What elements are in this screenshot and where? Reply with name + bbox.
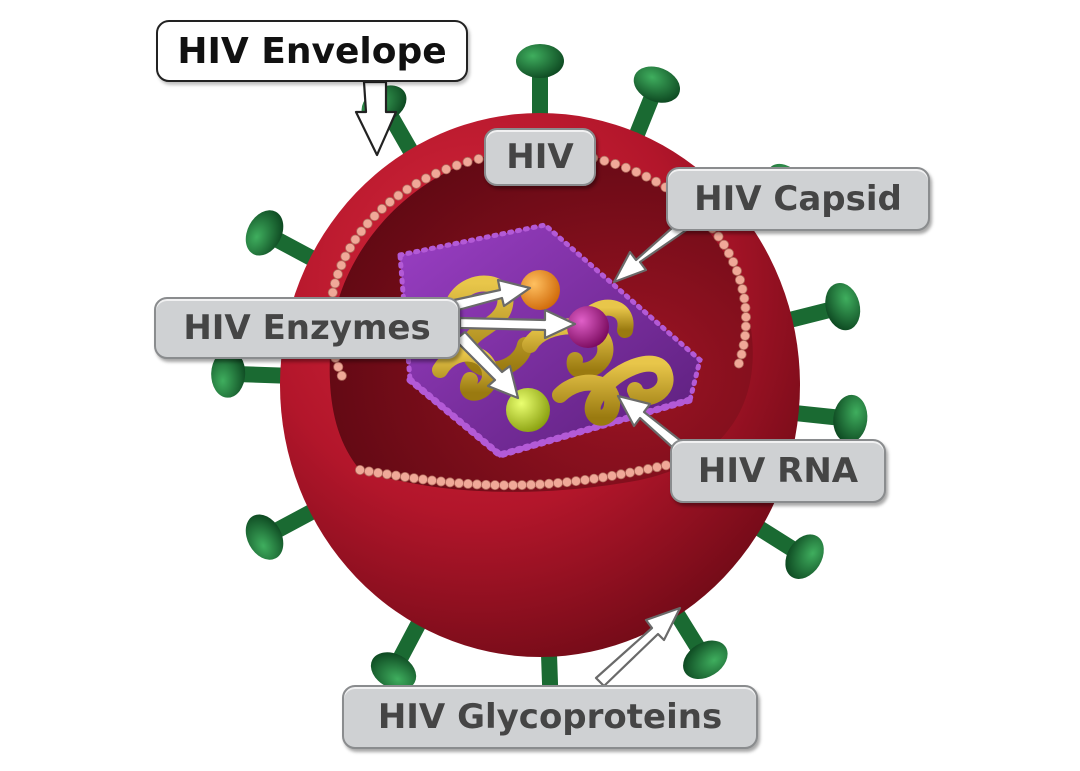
glycoprotein-spike-icon bbox=[245, 499, 328, 560]
lipid-bead bbox=[333, 361, 344, 372]
lipid-bead bbox=[451, 160, 462, 171]
lipid-bead bbox=[444, 477, 455, 488]
lipid-bead bbox=[350, 234, 361, 245]
lipid-bead bbox=[526, 479, 537, 490]
lipid-bead bbox=[393, 190, 404, 201]
lipid-bead bbox=[740, 302, 751, 313]
lipid-bead bbox=[739, 293, 750, 304]
label-hiv-enzymes: HIV Enzymes bbox=[154, 297, 460, 359]
lipid-bead bbox=[426, 475, 437, 486]
lipid-bead bbox=[598, 472, 609, 483]
lipid-bead bbox=[402, 184, 413, 195]
lipid-bead bbox=[336, 370, 347, 381]
label-hiv-envelope: HIV Envelope bbox=[156, 20, 468, 82]
lipid-bead bbox=[740, 321, 751, 332]
lipid-bead bbox=[390, 470, 401, 481]
lipid-bead bbox=[718, 239, 729, 250]
lipid-bead bbox=[641, 171, 652, 182]
callout-arrows bbox=[354, 80, 700, 688]
glycoprotein-spike-icon bbox=[774, 282, 861, 331]
lipid-bead bbox=[616, 469, 627, 480]
lipid-bead bbox=[369, 211, 380, 222]
lipid-bead bbox=[430, 168, 441, 179]
lipid-bead bbox=[372, 467, 383, 478]
glycoprotein-spike-icon bbox=[245, 210, 328, 271]
glycoprotein-spike-icon bbox=[743, 515, 824, 579]
lipid-bead bbox=[354, 464, 365, 475]
lipid-bead bbox=[625, 467, 636, 478]
lipid-bead bbox=[420, 173, 431, 184]
lipid-bead bbox=[384, 197, 395, 208]
lipid-bead bbox=[599, 155, 610, 166]
lipid-bead bbox=[507, 480, 518, 491]
enzyme-magenta-icon bbox=[567, 306, 609, 348]
lipid-bead bbox=[480, 479, 491, 490]
enzyme-orange-icon bbox=[520, 270, 560, 310]
lipid-bead bbox=[489, 480, 500, 491]
lipid-bead bbox=[332, 269, 343, 280]
lipid-bead bbox=[544, 478, 555, 489]
lipid-bead bbox=[327, 287, 338, 298]
lipid-bead bbox=[453, 478, 464, 489]
lipid-bead bbox=[473, 154, 484, 165]
lipid-bead bbox=[734, 274, 745, 285]
label-hiv-glycoproteins: HIV Glycoproteins bbox=[342, 685, 758, 749]
lipid-bead bbox=[736, 349, 747, 360]
lipid-bead bbox=[643, 464, 654, 475]
lipid-bead bbox=[411, 178, 422, 189]
lipid-bead bbox=[376, 203, 387, 214]
lipid-bead bbox=[631, 166, 642, 177]
label-hiv-capsid: HIV Capsid bbox=[666, 167, 930, 231]
lipid-bead bbox=[740, 330, 751, 341]
lipid-bead bbox=[363, 466, 374, 477]
lipid-bead bbox=[738, 340, 749, 351]
lipid-bead bbox=[733, 358, 744, 369]
lipid-bead bbox=[553, 478, 564, 489]
glycoprotein-spike-icon bbox=[664, 598, 728, 679]
lipid-bead bbox=[652, 462, 663, 473]
lipid-bead bbox=[462, 478, 473, 489]
lipid-bead bbox=[471, 479, 482, 490]
lipid-bead bbox=[737, 284, 748, 295]
glycoprotein-spike-icon bbox=[625, 66, 681, 151]
lipid-bead bbox=[498, 480, 509, 491]
lipid-bead bbox=[356, 226, 367, 237]
lipid-bead bbox=[740, 312, 751, 323]
lipid-bead bbox=[362, 218, 373, 229]
lipid-bead bbox=[417, 474, 428, 485]
lipid-bead bbox=[634, 465, 645, 476]
lipid-bead bbox=[408, 473, 419, 484]
glycoprotein-spike-icon bbox=[516, 44, 564, 132]
lipid-bead bbox=[336, 260, 347, 271]
lipid-bead bbox=[651, 176, 662, 187]
lipid-bead bbox=[330, 278, 341, 289]
lipid-bead bbox=[399, 471, 410, 482]
lipid-bead bbox=[535, 479, 546, 490]
lipid-bead bbox=[571, 476, 582, 487]
lipid-bead bbox=[562, 477, 573, 488]
lipid-bead bbox=[607, 470, 618, 481]
label-hiv-rna: HIV RNA bbox=[670, 439, 886, 503]
lipid-bead bbox=[610, 159, 621, 170]
lipid-bead bbox=[462, 156, 473, 167]
lipid-bead bbox=[435, 476, 446, 487]
lipid-bead bbox=[723, 248, 734, 259]
lipid-bead bbox=[620, 162, 631, 173]
lipid-bead bbox=[580, 475, 591, 486]
lipid-bead bbox=[713, 231, 724, 242]
label-hiv: HIV bbox=[484, 128, 596, 186]
lipid-bead bbox=[517, 480, 528, 491]
enzyme-lime-icon bbox=[506, 388, 550, 432]
lipid-bead bbox=[731, 265, 742, 276]
lipid-bead bbox=[728, 256, 739, 267]
lipid-bead bbox=[381, 469, 392, 480]
lipid-bead bbox=[345, 242, 356, 253]
lipid-bead bbox=[340, 251, 351, 262]
glycoprotein-spike-icon bbox=[780, 394, 868, 443]
lipid-bead bbox=[441, 164, 452, 175]
capsid-edge bbox=[406, 376, 694, 459]
lipid-bead bbox=[589, 473, 600, 484]
